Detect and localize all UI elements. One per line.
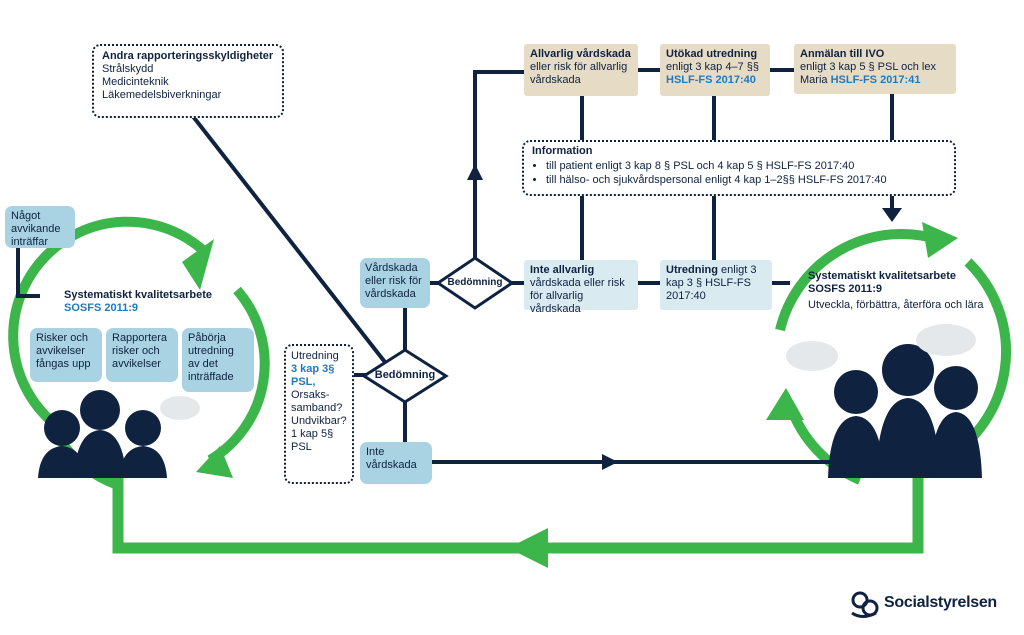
investigation-box: Utredning 3 kap 3§ PSL, Orsaks- samband?… [284,344,354,484]
duties-connector [186,108,390,368]
assessment-label-2: Bedömning [447,277,503,288]
ivo-text: enligt 3 kap 5 § PSL och lex Maria HSLF-… [800,61,950,87]
not-serious-box: Inte allvarlig vårdskada eller risk för … [524,260,638,315]
not-serious-text: vårdskada eller risk för allvarlig vårds… [530,277,625,315]
left-cycle-arrow-top [182,239,214,290]
left-cycle-arc-bottom [207,286,270,465]
right-people-icon [828,344,982,478]
ivo-title: Anmälan till IVO [800,48,885,60]
assessment-diamond-2 [435,256,515,310]
right-sk-text: Utveckla, förbättra, återföra och lära [808,299,984,311]
investigation-line: Orsaks- [291,389,330,401]
left-step-1: Risker och avvikelser fångas upp [30,328,102,382]
care-injury-text: Vårdskada eller risk för vårdskada [365,262,422,300]
right-cycle-arrow-top [922,222,958,258]
right-sk-block: Systematiskt kvalitetsarbete SOSFS 2011:… [808,270,1008,312]
assessment-diamond-1 [361,348,449,404]
left-step-1-text: Risker och avvikelser fångas upp [36,332,91,370]
arrow-up-icon [467,164,483,180]
no-injury-box: Inte vårdskada [360,442,432,484]
left-sk-ref: SOSFS 2011:9 [64,302,138,314]
left-step-3-text: Påbörja utredning av det inträffade [188,332,234,383]
investigation-line: PSL [291,441,312,453]
other-duties-box: Andra rapporteringsskyldigheter Strålsky… [92,44,284,118]
right-speech-bubble-icon [786,341,838,371]
investigation-line: 1 kap 5§ [291,428,334,440]
investigation2-box: Utredning enligt 3 kap 3 § HSLF-FS 2017:… [660,260,772,310]
socialstyrelsen-logo: Socialstyrelsen [848,586,1008,622]
no-injury-text: Inte vårdskada [366,446,417,471]
not-serious-title: Inte allvarlig [530,264,595,276]
return-arrow [508,528,548,568]
information-title: Information [532,145,593,157]
ivo-box: Anmälan till IVO enligt 3 kap 5 § PSL oc… [794,44,956,94]
assessment2-up [473,70,524,258]
extended-title: Utökad utredning [666,48,758,60]
left-people-icon [38,390,167,478]
information-item: till hälso- och sjukvårdspersonal enligt… [546,174,946,187]
right-sk-ref: SOSFS 2011:9 [808,283,882,295]
serious-title: Allvarlig vårdskada [530,48,631,60]
left-step-2-text: Rapportera risker och avvikelser [112,332,168,370]
left-sk-heading: Systematiskt kvalitetsarbete [64,289,212,301]
other-duty-item: Läkemedelsbiverkningar [102,89,222,101]
investigation2-title: Utredning [666,264,718,276]
assessment-label-1: Bedömning [374,369,436,381]
right-speech-bubble-icon-2 [916,324,976,356]
left-cycle-arc-top [8,216,209,424]
information-box: Information till patient enligt 3 kap 8 … [522,140,956,196]
arrow-down-icon [882,208,902,222]
right-cycle-arrow-left [766,388,804,420]
other-duty-item: Medicinteknik [102,76,169,88]
left-speech-bubble-icon [160,396,200,420]
serious-text: eller risk för allvarlig vårdskada [530,61,628,86]
extended-ref: HSLF-FS 2017:40 [666,74,756,86]
extended-box: Utökad utredning enligt 3 kap 4–7 §§ HSL… [660,44,770,96]
other-duty-item: Strålskydd [102,63,154,75]
serious-box: Allvarlig vårdskada eller risk för allva… [524,44,638,96]
investigation-line: Undvikbar? [291,415,347,427]
ivo-ref: HSLF-FS 2017:41 [830,74,921,86]
investigation2-text: enligt 3 kap 3 § HSLF-FS 2017:40 [666,264,757,302]
right-cycle-arc-top [775,228,942,332]
return-loop-line [112,470,924,554]
information-list: till patient enligt 3 kap 8 § PSL och 4 … [532,160,946,187]
ivo-text-body: enligt 3 kap 5 § PSL och lex Maria [800,61,936,86]
investigation-ref: 3 kap 3§ PSL, [291,363,335,388]
other-duties-title: Andra rapporteringsskyldigheter [102,50,274,62]
left-sk-title: Systematiskt kvalitetsarbete SOSFS 2011:… [64,289,234,315]
logo-text: Socialstyrelsen [884,594,997,611]
arrow-right-icon [602,454,618,470]
event-box: Något avvikande inträffar [5,206,75,248]
investigation-line: samband? [291,402,343,414]
left-step-3: Påbörja utredning av det inträffade [182,328,254,392]
right-sk-title: Systematiskt kvalitetsarbete [808,270,956,282]
left-step-2: Rapportera risker och avvikelser [106,328,178,382]
socialstyrelsen-logo-icon [851,591,879,618]
investigation-title: Utredning [291,350,339,362]
left-cycle-arrow-bottom [196,446,233,478]
event-connector [16,248,40,298]
event-text: Något avvikande inträffar [11,210,61,248]
information-item: till patient enligt 3 kap 8 § PSL och 4 … [546,160,946,173]
extended-text: enligt 3 kap 4–7 §§ [666,61,759,73]
care-injury-box: Vårdskada eller risk för vårdskada [360,258,430,308]
